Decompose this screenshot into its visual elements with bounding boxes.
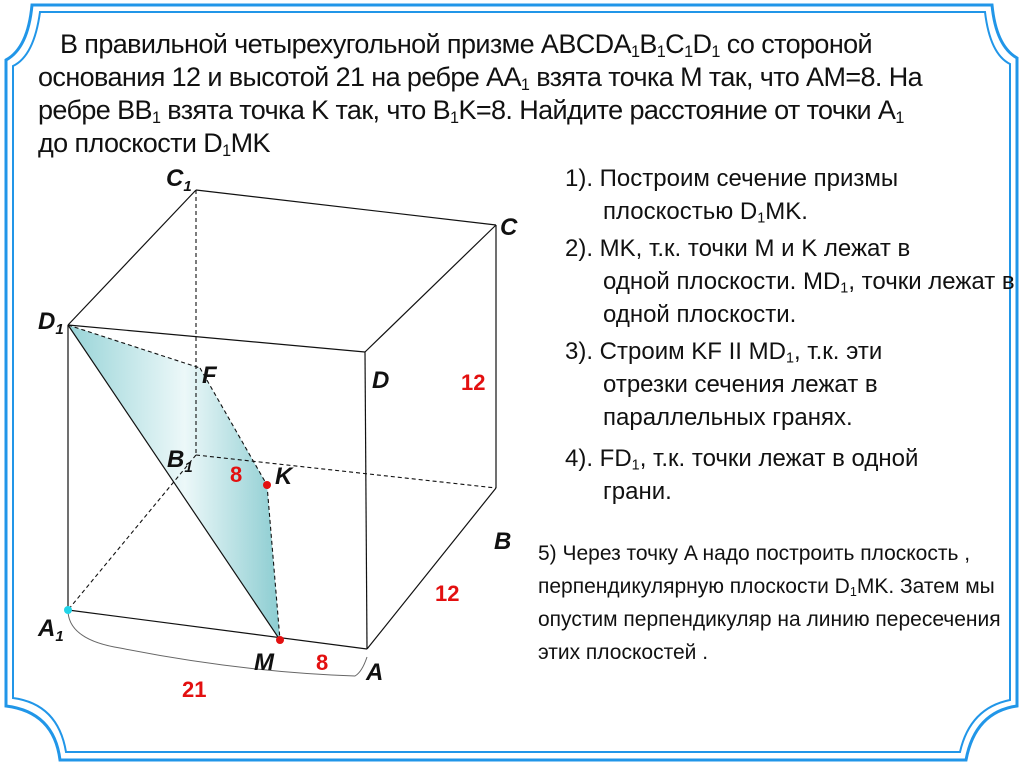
height-brace xyxy=(67,611,368,677)
solution-step: 1). Построим сечение призмы плоскостью D1… xyxy=(565,162,1015,228)
label-f: F xyxy=(202,362,218,389)
text-segment: 3). Строим KF II MD xyxy=(565,338,786,365)
text-segment: B xyxy=(639,29,657,59)
text-segment: , т.к. точки лежат в одной xyxy=(639,445,919,472)
label-c: C xyxy=(500,214,518,241)
text-segment: В правильной четырехугольной призме ABCD… xyxy=(60,29,632,59)
point-m xyxy=(276,636,284,644)
text-segment: , т.к. эти xyxy=(793,338,883,365)
text-segment: K=8. Найдите расстояние от точки A xyxy=(458,95,896,125)
measure-ab: 12 xyxy=(435,581,459,606)
subscript: 1 xyxy=(895,109,904,128)
text-segment: C xyxy=(665,29,685,59)
label-d1: D1 xyxy=(38,308,64,338)
label-c1: C1 xyxy=(166,165,192,195)
subscript: 1 xyxy=(520,76,530,95)
subscript: 1 xyxy=(711,43,720,62)
label-a1: A1 xyxy=(37,615,64,645)
text-segment: 4). FD xyxy=(565,445,632,472)
solution-step: 2). MK, т.к. точки M и K лежат в одной пл… xyxy=(565,232,1015,331)
subscript: 1 xyxy=(785,350,794,367)
subscript: 1 xyxy=(222,142,231,161)
solution-step: 4). FD1, т.к. точки лежат в одной грани. xyxy=(565,442,1015,508)
subscript: 1 xyxy=(849,585,857,600)
text-segment: MK. Затем мы опустим перпендикуляр на ли… xyxy=(538,575,1001,664)
text-segment: 5) Через точку A надо построить плоскост… xyxy=(538,542,971,598)
text-segment: со стороной xyxy=(719,29,873,59)
prism-edges xyxy=(67,189,497,650)
step-text: 3). Строим KF II MD1, т.к. эти xyxy=(565,335,1015,368)
solution-step-5: 5) Через точку A надо построить плоскост… xyxy=(538,537,1008,669)
problem-line: основания 12 и высотой 21 на ребре AA1 в… xyxy=(38,61,1023,94)
label-b1: B1 xyxy=(167,446,193,476)
text-segment: взята точка M так, что AM=8. На xyxy=(529,62,923,92)
problem-line: В правильной четырехугольной призме ABCD… xyxy=(38,28,1023,61)
text-segment: плоскостью D xyxy=(603,198,758,225)
measure-bc: 12 xyxy=(461,370,485,395)
step-text: 1). Построим сечение призмы xyxy=(565,162,1015,195)
text-segment: грани. xyxy=(603,478,672,505)
text-segment: , точки лежат в одной плоскости. xyxy=(603,268,1015,328)
subscript: 1 xyxy=(840,280,849,297)
measure-height: 21 xyxy=(182,677,206,702)
subscript: 1 xyxy=(656,43,666,62)
point-a1 xyxy=(64,606,72,614)
subscript: 1 xyxy=(450,109,459,128)
step-text: одной плоскости. MD1, точки лежат в одно… xyxy=(565,265,1015,331)
subscript: 1 xyxy=(630,43,640,62)
label-b: B xyxy=(494,528,511,555)
subscript: 1 xyxy=(757,210,766,227)
step-text: плоскостью D1MK. xyxy=(565,195,1015,228)
hidden-edges xyxy=(67,190,497,641)
text-segment: одной плоскости. MD xyxy=(603,268,841,295)
step-text: 4). FD1, т.к. точки лежат в одной xyxy=(565,442,1015,475)
text-segment: 2). MK, т.к. точки M и K лежат в xyxy=(565,235,911,262)
measure-am: 8 xyxy=(316,650,328,675)
subscript: 1 xyxy=(151,109,161,128)
subscript: 1 xyxy=(631,457,640,474)
text-segment: основания 12 и высотой 21 на ребре AA xyxy=(38,62,521,92)
step-text: грани. xyxy=(565,475,1015,508)
problem-line: до плоскости D1MK xyxy=(38,127,1023,160)
label-d: D xyxy=(372,367,389,394)
text-segment: отрезки сечения лежат в параллельных гра… xyxy=(603,371,878,431)
subscript: 1 xyxy=(684,43,693,62)
text-segment: MK xyxy=(230,128,271,158)
text-segment: D xyxy=(692,29,712,59)
text-segment: до плоскости D xyxy=(38,128,223,158)
point-k xyxy=(263,481,271,489)
label-a: A xyxy=(365,659,383,686)
problem-statement: В правильной четырехугольной призме ABCD… xyxy=(38,28,1023,160)
text-segment: 1). Построим сечение призмы xyxy=(565,165,899,192)
text-segment: ребре BB xyxy=(38,95,153,125)
problem-line: ребре BB1 взята точка K так, что B1K=8. … xyxy=(38,94,1023,127)
text-segment: MK. xyxy=(765,198,808,225)
step-text: отрезки сечения лежат в параллельных гра… xyxy=(565,368,1015,434)
label-k: K xyxy=(275,463,294,490)
text-segment: взята точка K так, что B xyxy=(160,95,451,125)
label-m: M xyxy=(254,649,275,676)
step-text: 2). MK, т.к. точки M и K лежат в xyxy=(565,232,1015,265)
measure-b1k: 8 xyxy=(230,462,242,487)
